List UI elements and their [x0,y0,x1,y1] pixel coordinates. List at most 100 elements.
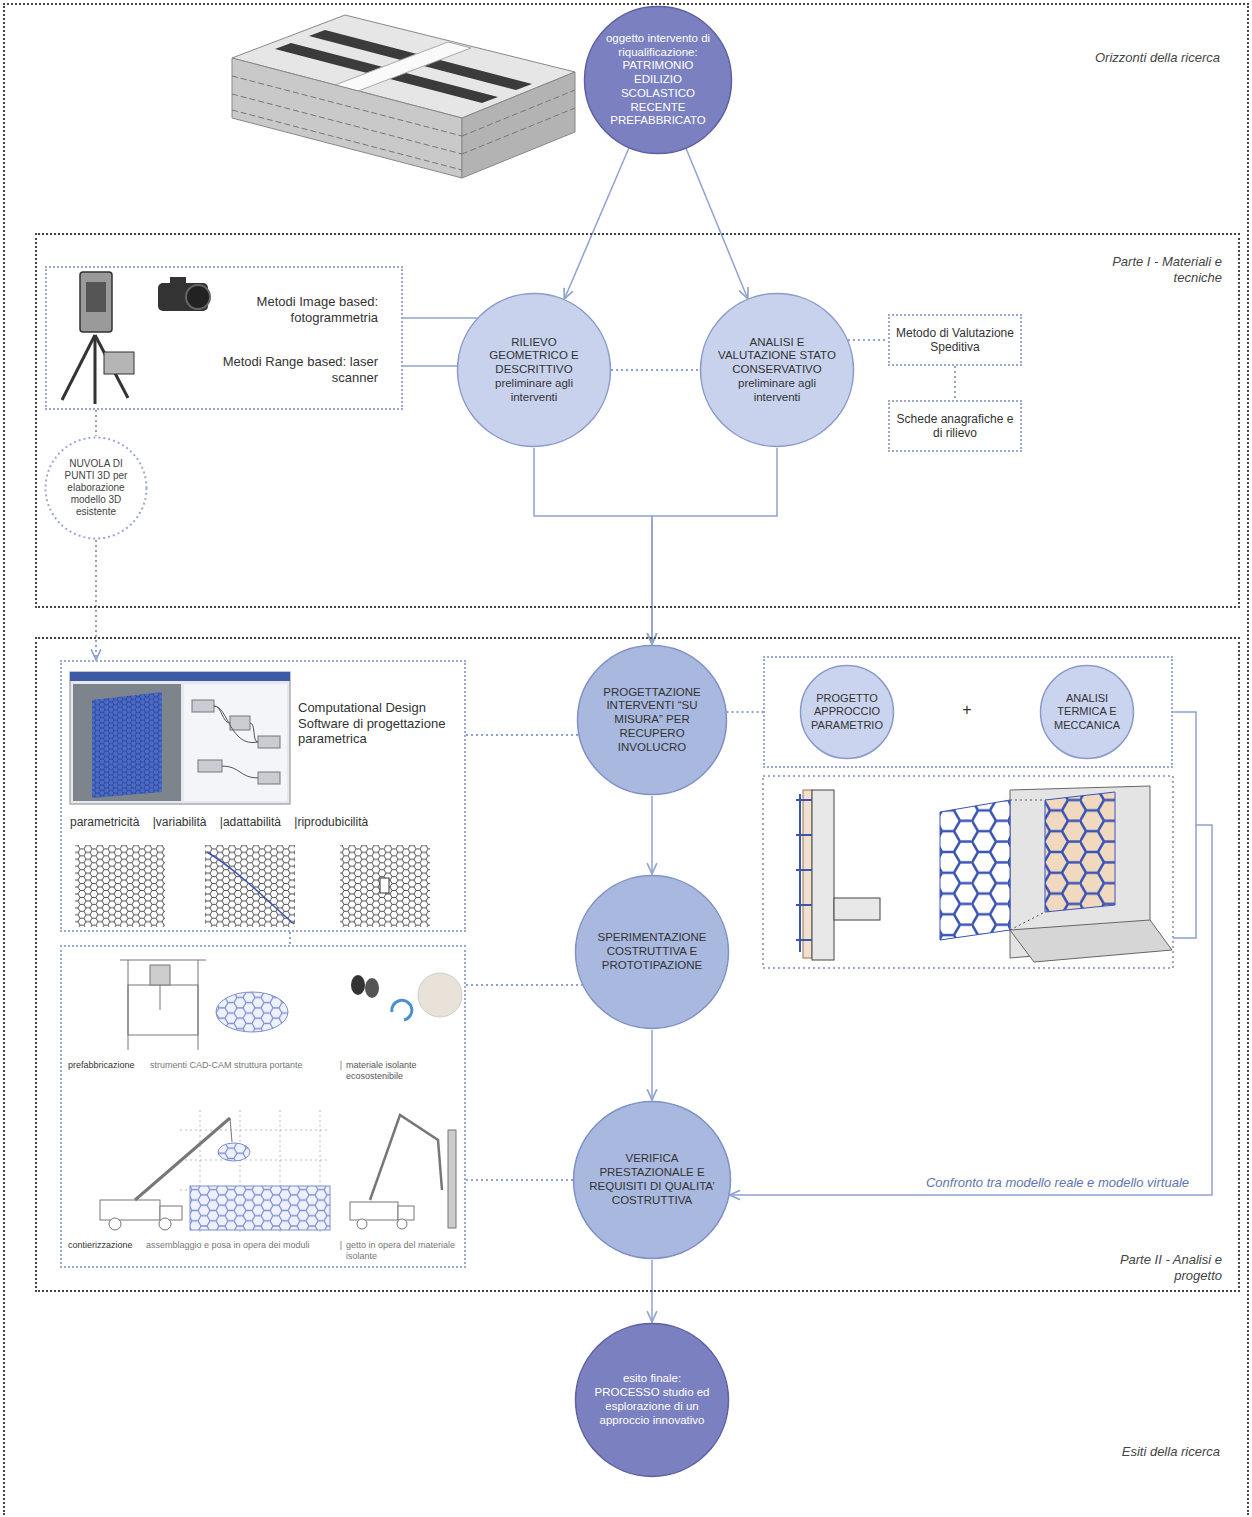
circle-shape [576,1324,729,1477]
camera [158,277,210,311]
research-frame: oggetto intervento di riqualificazione: … [3,3,1249,1515]
hex-wall-model [92,692,162,798]
construction-box: prefabbricazionestrumenti CAD-CAM strutt… [60,945,466,1268]
circle-text-area: ANALISI E VALUTAZIONE STATO CONSERVATIVO… [715,292,840,448]
node-text: oggetto intervento di riqualificazione: … [598,32,718,129]
flow-arrow [730,712,1212,1195]
scaffold-grid [180,1110,330,1232]
outcome-circle: esito finale: PROCESSO studio ed esplora… [574,1322,730,1478]
node-text: SPERIMENTAZIONE COSTRUTTIVA E PROTOTIPAZ… [590,931,715,972]
floor-slab [834,898,880,920]
flow-arrow [652,448,777,644]
circle-text-area: VERIFICA PRESTAZIONALE E REQUISITI DI QU… [588,1100,716,1260]
node-text: Metodo di Valutazione Speditiva [896,326,1014,355]
flow-arrow [534,448,652,644]
circle-shape [574,1102,731,1259]
editor-component [258,736,280,748]
circle-shape [585,7,732,154]
window-row [232,110,462,170]
opening [380,878,389,893]
detail-box [763,776,1173,968]
node-text: NUVOLA DI PUNTI 3D per elaborazione mode… [55,458,138,518]
school-building [232,15,575,178]
sub-step-circle: PROGETTO APPROCCIO PARAMETRIO [799,664,895,760]
topic-circle: oggetto intervento di riqualificazione: … [583,5,733,155]
hex-wall [190,1186,330,1230]
wheel [397,1219,407,1229]
insulation-icons [351,973,462,1020]
editor-component [192,700,214,712]
step-circle: ANALISI E VALUTAZIONE STATO CONSERVATIVO… [699,292,855,448]
building-front [232,58,462,178]
dotted-link [95,540,97,660]
box-outline [35,233,1240,608]
dotted-link [466,1179,573,1181]
flow-arrow [564,148,629,299]
step-circle: PROGETTAZIONE INTERVENTI “SU MISURA” PER… [576,644,728,796]
anchor-ticks [796,800,812,940]
crane-boom [135,1118,230,1200]
tripod-leg [94,335,97,404]
node-text: materiale isolante ecosostenibile [346,1060,462,1082]
method-box: Metodo di Valutazione Speditiva [888,314,1022,366]
circle-shape [701,294,854,447]
circle-text-area: oggetto intervento di riqualificazione: … [598,5,718,155]
box-outline [60,945,466,1268]
dotted-link [95,410,97,436]
node-text: getto in opera del materiale isolante [346,1240,462,1262]
node-text: Computational Design Software di progett… [298,700,460,747]
step-circle: SPERIMENTAZIONE COSTRUTTIVA E PROTOTIPAZ… [574,874,730,1030]
exploded-wall [940,786,1172,962]
node-text: Esiti della ricerca [1060,1444,1220,1460]
circle-text-area: PROGETTO APPROCCIO PARAMETRIO [809,664,886,760]
bracket [1173,825,1196,938]
node-text: strumenti CAD-CAM struttura portante [150,1060,335,1071]
node-text: Parte II - Analisi e progetto [1092,1252,1222,1283]
circle-shape [801,666,894,759]
method-box: Schede anagrafiche e di rilievo [888,400,1022,452]
courtyard [309,30,532,90]
hex-module-filled [1045,792,1115,912]
scanner-case [104,352,134,374]
editor-components [192,700,280,784]
explode-lines [1010,800,1045,930]
window-row [232,76,462,136]
circle-text-area: SPERIMENTAZIONE COSTRUTTIVA E PROTOTIPAZ… [590,874,715,1030]
node-text: Metodi Image based: fotogrammetria [218,294,378,325]
step-circle: RILIEVO GEOMETRICO E DESCRITTIVO prelimi… [456,292,612,448]
part-frame: Metodi Image based: fotogrammetriaMetodi… [35,233,1240,608]
editor-component [258,772,280,784]
wall-slab [812,790,834,960]
viewport [73,684,181,801]
circle-shape [1041,666,1134,759]
wall-section [796,790,880,960]
hex-pattern [205,845,295,927]
software-screenshot [70,672,290,804]
window-row [462,108,575,154]
dotted-link [954,366,956,400]
hex-module [218,1143,250,1161]
dotted-link [727,711,763,713]
scanner-body [80,272,112,332]
node-text: RILIEVO GEOMETRICO E DESCRITTIVO prelimi… [472,336,597,405]
truck-cab [398,1206,414,1220]
flow-arrow [651,1030,653,1100]
flow-arrow [686,148,748,298]
attractor-curve [207,852,294,924]
node-text: Schede anagrafiche e di rilievo [896,412,1014,441]
node-text: parametricità |variabilità |adattabilità… [70,815,460,829]
dotted-link [848,339,888,341]
node-text: PROGETTAZIONE INTERVENTI “SU MISURA” PER… [591,686,713,755]
node-text: + [955,700,979,719]
part-frame: Computational Design Software di progett… [35,637,1240,1292]
node-text: assemblaggio e posa in opera dei moduli [146,1240,336,1251]
flow-arrow [403,317,477,319]
node-text: Orizzonti della ricerca [1060,50,1220,66]
window-bar [70,672,290,681]
existing-floor [1010,920,1172,962]
tripod-leg [62,335,95,400]
crane-hook [230,1118,232,1142]
machine-beam [120,960,206,961]
